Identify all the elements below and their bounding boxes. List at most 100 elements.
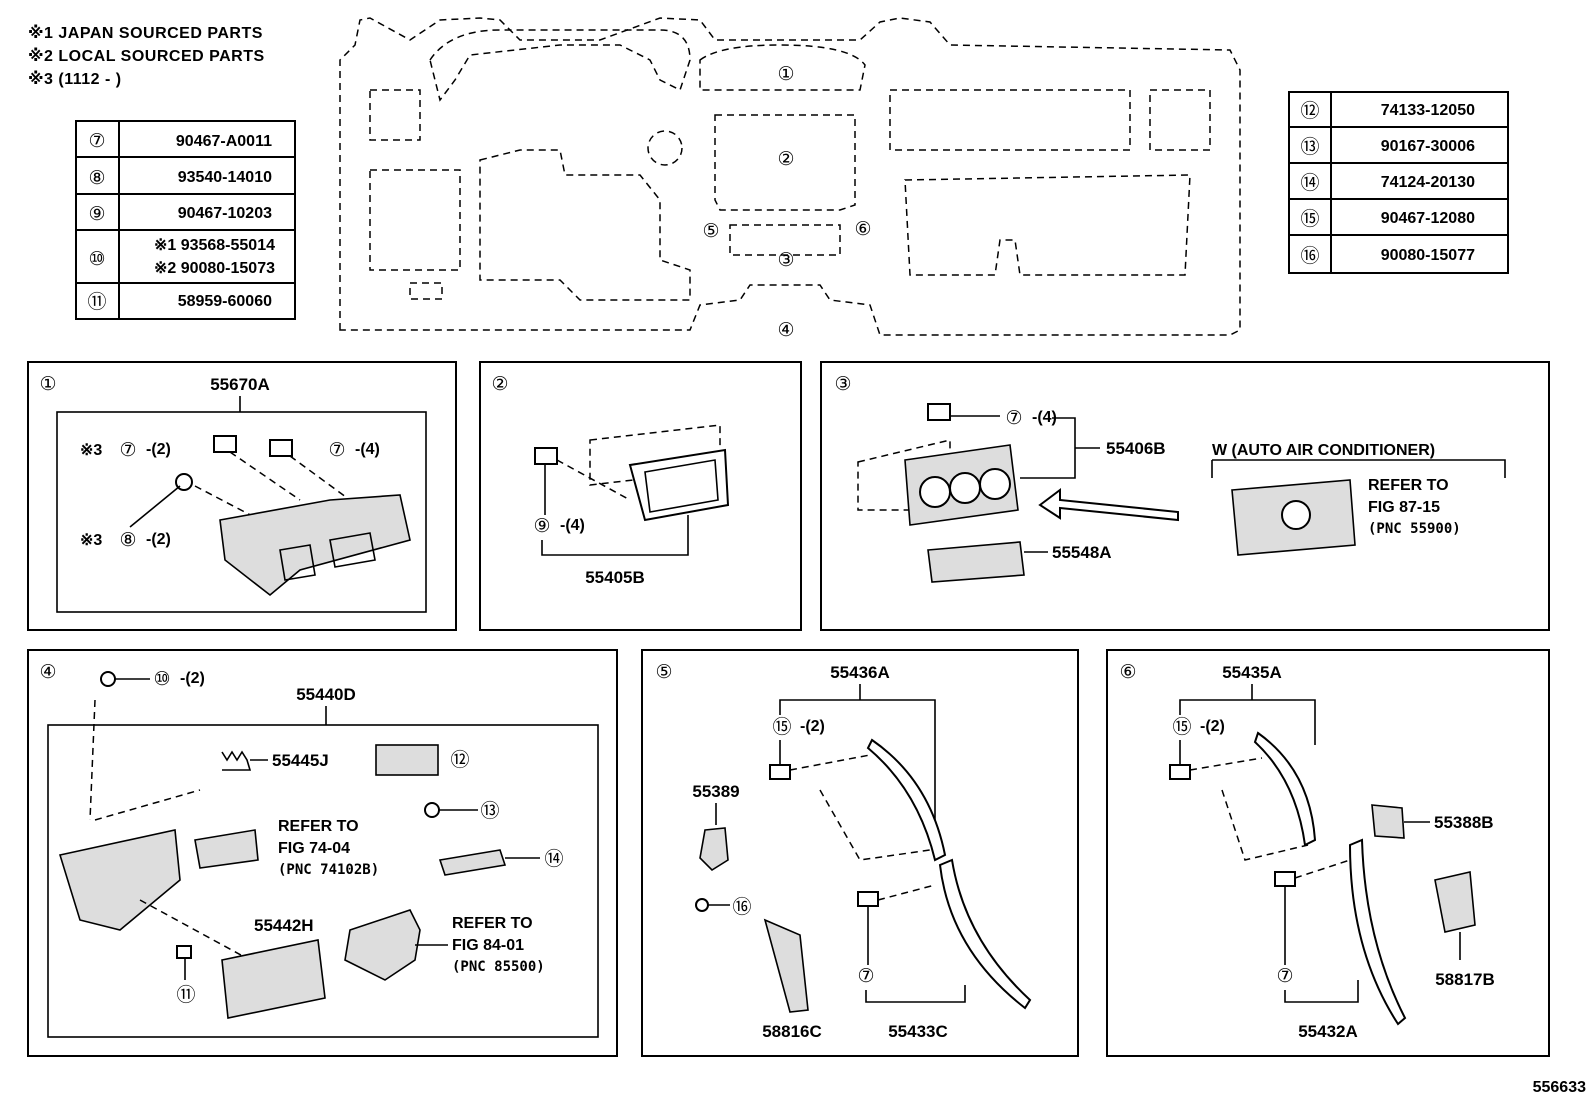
bracket-icon xyxy=(438,849,507,876)
table-part: 93540-14010 xyxy=(178,169,272,186)
callout: ⑩ xyxy=(153,669,170,690)
table-part: 90467-10203 xyxy=(178,205,272,222)
screw-icon xyxy=(695,898,709,912)
screw-icon xyxy=(424,802,440,818)
switch-icon xyxy=(1371,804,1405,839)
quantity: -(2) xyxy=(180,670,205,687)
lighter-icon xyxy=(344,909,421,981)
part-code: 55670A xyxy=(210,375,270,394)
refer-label: REFER TO xyxy=(1368,477,1449,494)
clip-icon xyxy=(1169,764,1191,780)
quantity: -(2) xyxy=(1200,718,1225,735)
quantity: -(4) xyxy=(355,441,380,458)
panel-6: ⑥ 55435A ⑮ -(2) 55388B 58817B ⑦ 55432A xyxy=(1106,649,1550,1057)
figure-id: 556633 xyxy=(1533,1079,1586,1096)
refer-pnc: (PNC 85500) xyxy=(452,959,545,975)
panel-number: ② xyxy=(491,374,508,395)
quantity: -(4) xyxy=(560,517,585,534)
panel-2: ② ⑨ -(4) 55405B xyxy=(479,361,802,631)
table-part: 58959-60060 xyxy=(178,293,272,310)
table-ref: ⑨ xyxy=(88,204,105,225)
clip-icon xyxy=(176,945,192,959)
trim-strip-icon xyxy=(1348,838,1407,1026)
part-code: 58816C xyxy=(762,1022,822,1041)
cover-icon xyxy=(221,939,326,1019)
callout: ⑦ xyxy=(857,966,874,987)
panel-3: ③ ⑦ -(4) 55406B 55548A W (AUTO AIR CONDI… xyxy=(820,361,1550,631)
quantity: -(2) xyxy=(146,441,171,458)
table-part: ※1 93568-55014 xyxy=(154,237,275,254)
table-part: 90467-12080 xyxy=(1381,210,1475,227)
left-parts-table: ⑦ 90467-A0011 ⑧ 93540-14010 ⑨ 90467-1020… xyxy=(75,120,296,320)
callout: ⑧ xyxy=(119,530,136,551)
overview-marker-6: ⑥ xyxy=(854,219,871,240)
table-ref: ⑯ xyxy=(1300,245,1319,267)
table-part: 90167-30006 xyxy=(1381,138,1475,155)
clip-icon xyxy=(534,447,558,465)
callout: ⑫ xyxy=(450,749,469,771)
note-ref: ※3 xyxy=(80,442,102,459)
panel-5: ⑤ 55436A ⑮ -(2) 55389 ⑯ 58816C ⑦ 55433C xyxy=(641,649,1079,1057)
panel-1: ① 55670A ※3 ⑦ -(2) ⑦ -(4) ※3 ⑧ -(2) xyxy=(27,361,457,631)
table-part: 74124-20130 xyxy=(1381,174,1475,191)
switch-panel-icon xyxy=(927,541,1025,583)
clip-icon xyxy=(927,403,951,421)
cover-icon xyxy=(1434,871,1476,933)
part-code: 55388B xyxy=(1434,813,1494,832)
panel-number: ④ xyxy=(39,662,56,683)
part-code: 55445J xyxy=(272,751,329,770)
part-code: 58817B xyxy=(1435,970,1495,989)
table-ref: ⑬ xyxy=(1300,136,1319,158)
trim-strip-icon xyxy=(938,858,1032,1010)
note-date: ※3 (1112 - ) xyxy=(28,70,122,88)
overview-marker-1: ① xyxy=(777,64,794,85)
table-part: 90467-A0011 xyxy=(176,133,272,150)
clip-icon xyxy=(1274,871,1296,887)
callout: ⑬ xyxy=(480,800,499,822)
refer-fig: FIG 74-04 xyxy=(278,840,350,857)
part-code: 55405B xyxy=(585,568,645,587)
variant-label: W (AUTO AIR CONDITIONER) xyxy=(1212,442,1435,459)
screw-icon xyxy=(100,671,116,687)
dashboard-overview: ① ② ③ ④ ⑤ ⑥ xyxy=(339,17,1241,341)
panel-4: ④ ⑩ -(2) 55440D 55445J ⑫ ⑬ ⑭ REFER TO FI… xyxy=(27,649,618,1057)
clip-icon xyxy=(857,891,879,907)
part-code: 55440D xyxy=(296,685,356,704)
table-ref: ⑪ xyxy=(87,291,106,313)
note-japan: ※1 JAPAN SOURCED PARTS xyxy=(28,24,263,42)
table-ref: ⑫ xyxy=(1300,100,1319,122)
quantity: -(2) xyxy=(146,531,171,548)
socket-icon xyxy=(194,829,259,869)
overview-marker-5: ⑤ xyxy=(702,221,719,242)
callout: ⑦ xyxy=(328,440,345,461)
table-ref: ⑦ xyxy=(88,131,105,152)
quantity: -(4) xyxy=(1032,409,1057,426)
notes: ※1 JAPAN SOURCED PARTS ※2 LOCAL SOURCED … xyxy=(28,24,264,88)
table-ref: ⑮ xyxy=(1300,208,1319,230)
arrow-icon xyxy=(1038,488,1179,522)
center-vent-icon xyxy=(219,494,411,597)
table-part: 74133-12050 xyxy=(1381,102,1475,119)
callout: ⑯ xyxy=(732,896,751,918)
table-part: ※2 90080-15073 xyxy=(154,260,275,277)
trim-strip-icon xyxy=(866,738,947,862)
panel-number: ⑥ xyxy=(1119,662,1136,683)
pad-icon xyxy=(375,744,439,776)
callout: ⑮ xyxy=(772,716,791,738)
overview-marker-4: ④ xyxy=(777,320,794,341)
part-code: 55442H xyxy=(254,916,314,935)
part-code: 55435A xyxy=(1222,663,1282,682)
refer-pnc: (PNC 55900) xyxy=(1368,521,1461,537)
part-code: 55432A xyxy=(1298,1022,1358,1041)
panel-number: ① xyxy=(39,374,56,395)
refer-fig: FIG 84-01 xyxy=(452,937,524,954)
bracket-icon xyxy=(699,827,729,872)
refer-label: REFER TO xyxy=(278,818,359,835)
callout: ⑨ xyxy=(533,516,550,537)
right-parts-table: ⑫ 74133-12050 ⑬ 90167-30006 ⑭ 74124-2013… xyxy=(1288,91,1509,274)
callout: ⑪ xyxy=(176,984,195,1006)
quantity: -(2) xyxy=(800,718,825,735)
part-code: 55436A xyxy=(830,663,890,682)
refer-fig: FIG 87-15 xyxy=(1368,499,1440,516)
